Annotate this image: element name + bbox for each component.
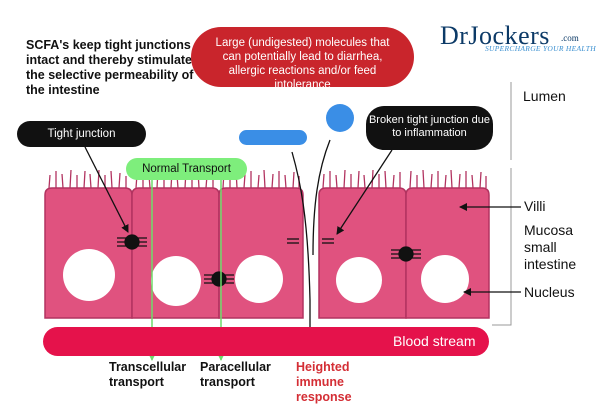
brand-logo: DrJockers (440, 21, 550, 50)
leak-path (312, 139, 331, 256)
brand-tagline: SUPERCHARGE YOUR HEALTH (485, 44, 596, 53)
epithelial-cells (44, 169, 490, 319)
broken-junction (287, 238, 334, 244)
tight-junction (117, 234, 147, 250)
nucleus (235, 255, 283, 303)
transcellular-label: Transcellular transport (109, 360, 187, 389)
paracellular-label: Paracellular transport (200, 360, 271, 389)
nucleus (421, 255, 469, 303)
nucleus (151, 256, 201, 306)
epithelial-cell (405, 169, 490, 319)
large-molecule-callout: Large (undigested) molecules that can po… (191, 27, 414, 91)
intro-text: SCFA's keep tight junctions intact and t… (26, 38, 194, 97)
leak-path (291, 151, 314, 353)
tight-junction-pointer (84, 146, 129, 233)
immune-response-label: Heighted immune response (296, 360, 352, 404)
normal-transport-label: Normal Transport (126, 158, 247, 180)
villi-fringe (48, 169, 127, 189)
large-molecule-round (326, 104, 354, 132)
layer-bracket (492, 82, 512, 326)
villi-label: Villi (524, 198, 546, 214)
nucleus-label: Nucleus (524, 284, 575, 300)
large-molecule-bar (239, 130, 307, 145)
broken-junction-pointer (336, 149, 393, 235)
blood-stream-band (43, 327, 489, 356)
villi-fringe (409, 169, 487, 189)
nucleus (63, 249, 115, 301)
epithelial-cell (218, 169, 304, 319)
villi-fringe (322, 169, 401, 189)
lumen-label: Lumen (523, 88, 566, 104)
nucleus (336, 257, 382, 303)
tight-junction (391, 246, 421, 262)
brand-domain: .com (561, 33, 579, 43)
epithelial-cell (318, 169, 407, 319)
epithelial-cell (131, 169, 220, 319)
blood-stream-label: Blood stream (393, 333, 476, 349)
tight-junction-label: Tight junction (17, 121, 146, 147)
broken-junction-label: Broken tight junction due to inflammatio… (366, 106, 493, 150)
tight-junction (204, 271, 234, 287)
mucosa-label: Mucosa small intestine (524, 222, 577, 272)
epithelial-cell (44, 169, 133, 319)
